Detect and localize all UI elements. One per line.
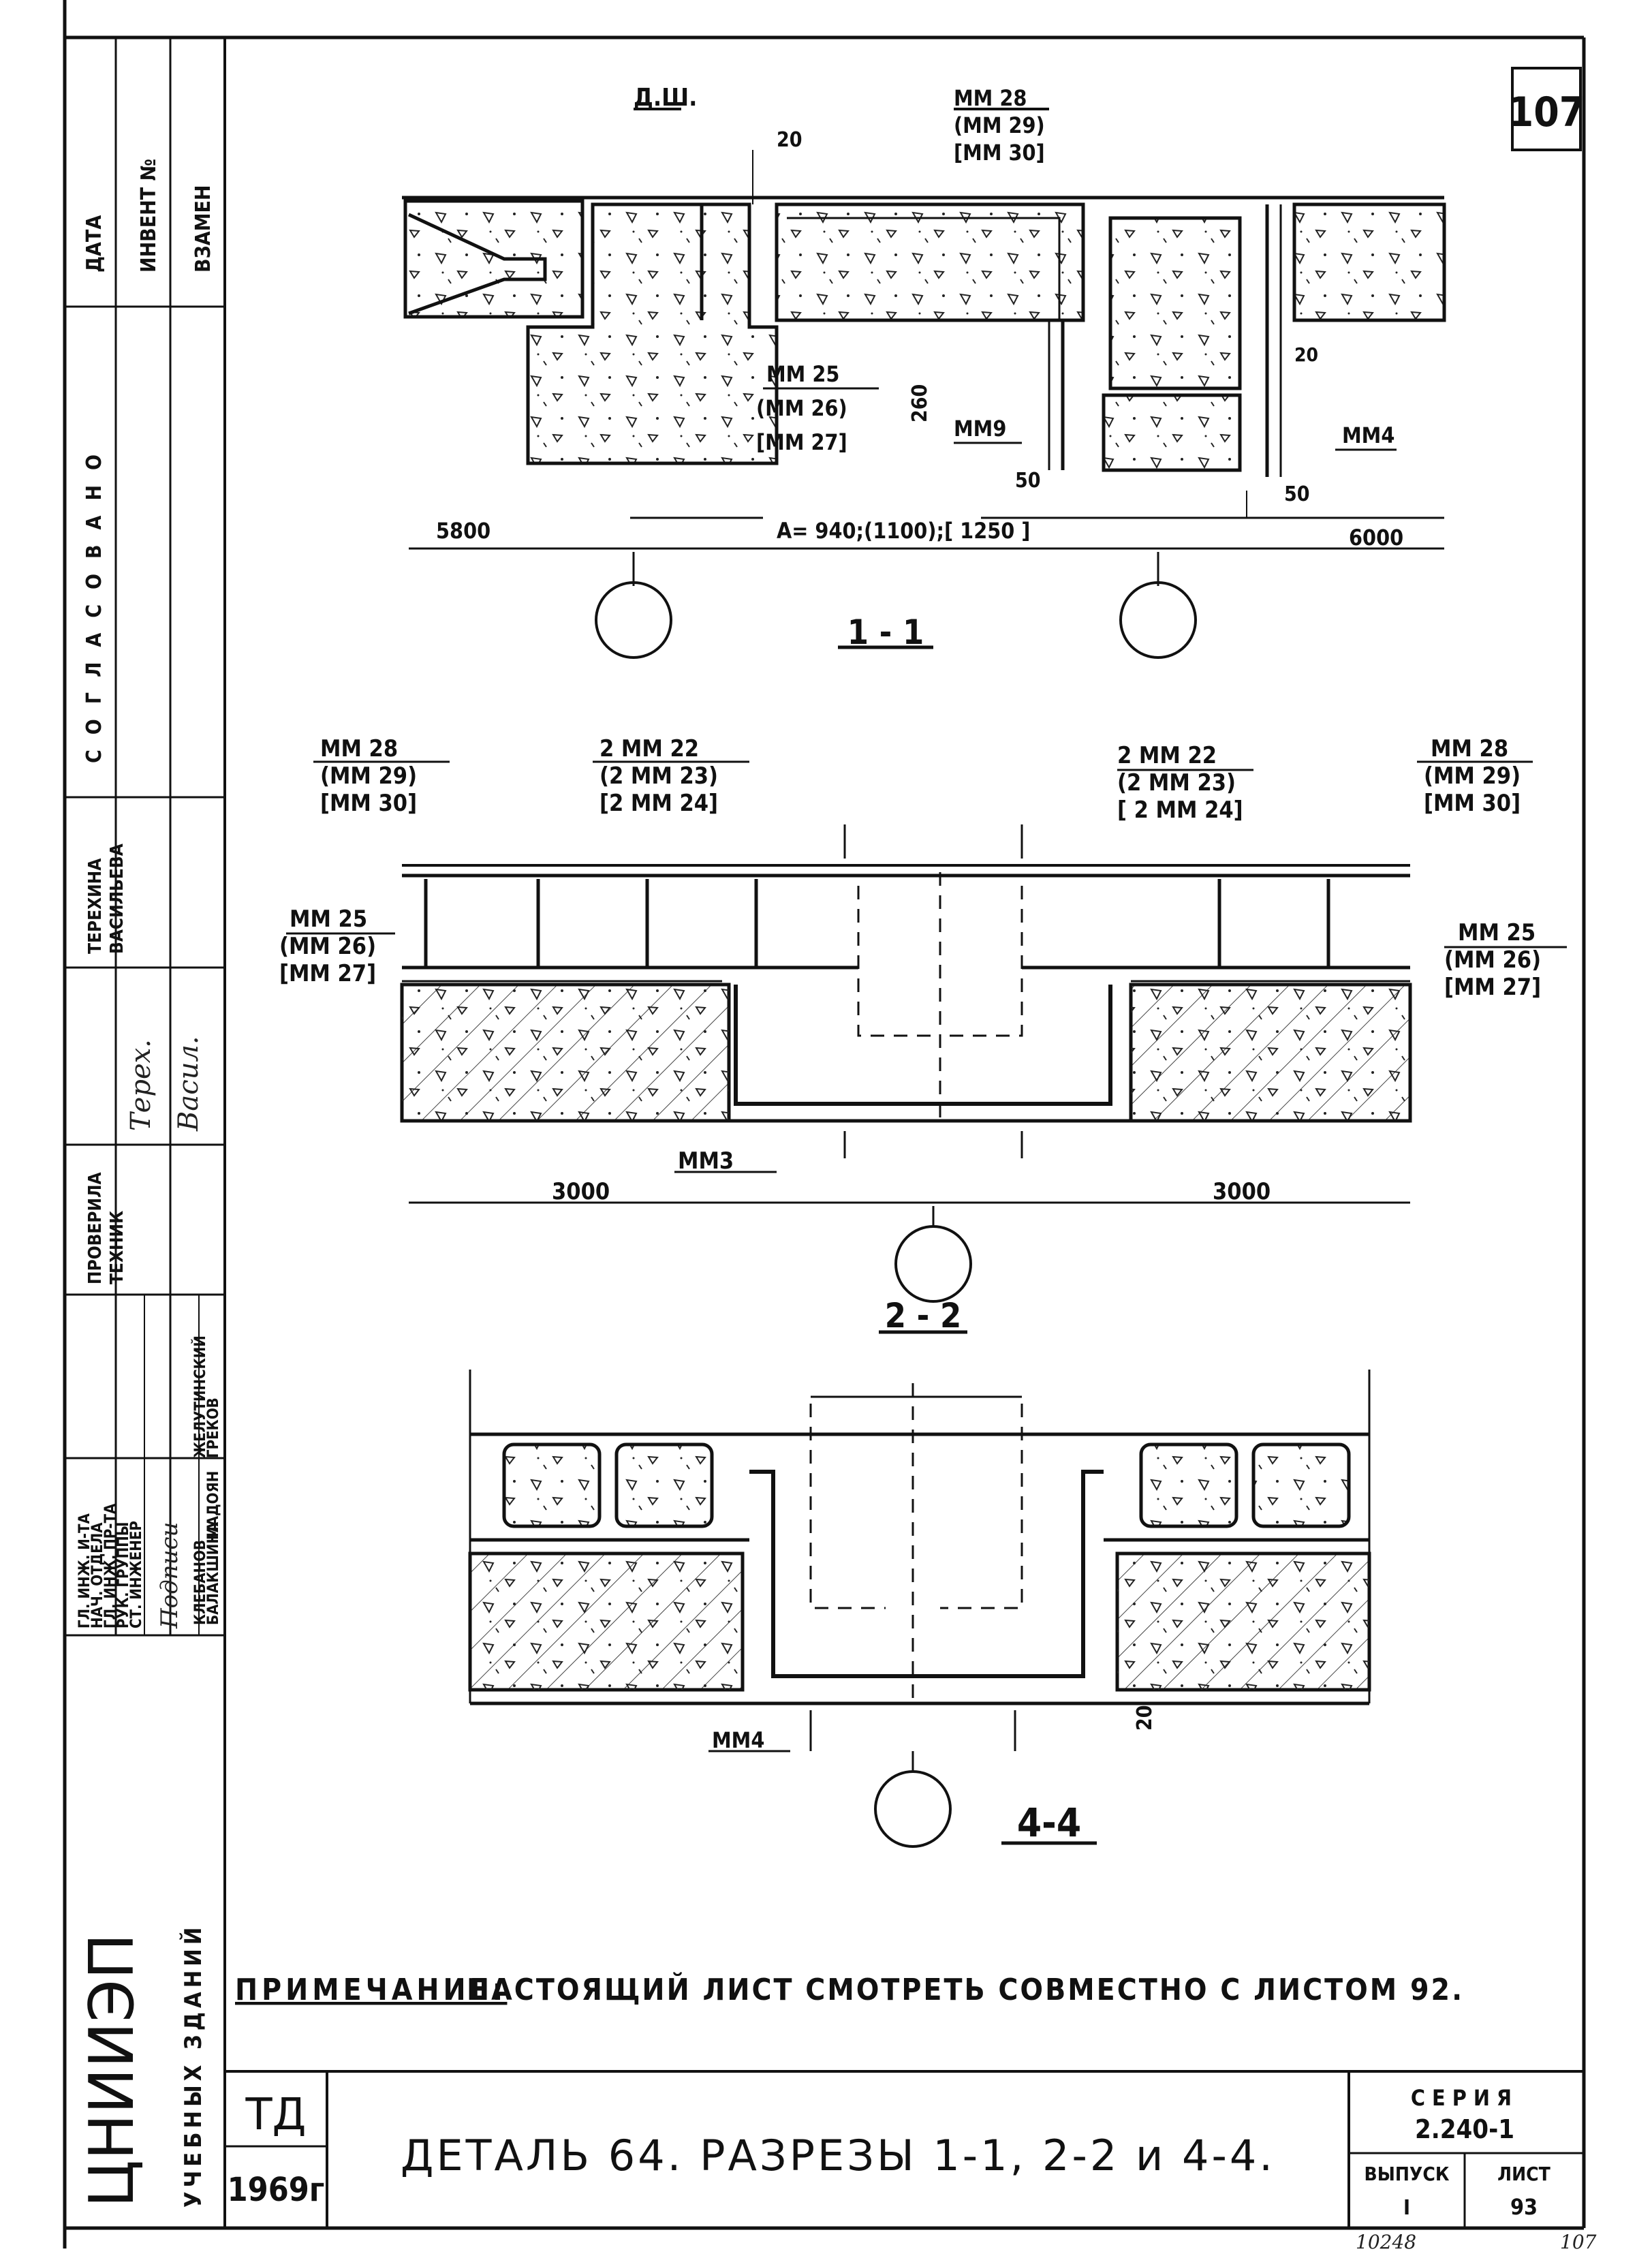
td-label: ТД bbox=[245, 2090, 306, 2140]
series-label: СЕРИЯ bbox=[1411, 2085, 1518, 2111]
mm-2-2-rm-1: 2 ММ 22 bbox=[1117, 742, 1217, 769]
mm-left-top-labels: ММ 28 (ММ 29) [ММ 30] bbox=[320, 735, 417, 817]
footer-archive-number: 10248 bbox=[1356, 2231, 1416, 2253]
mm-top-3: [ММ 30] bbox=[954, 140, 1045, 166]
side-name-vasilieva: ВАСИЛЬЕВА bbox=[107, 844, 127, 954]
mm-2-2-rt-3: [ММ 30] bbox=[1424, 790, 1521, 817]
section-title-2-2: 2 - 2 bbox=[885, 1296, 962, 1335]
name-madoyan: МАДОЯН bbox=[205, 1471, 222, 1540]
note: ПРИМЕЧАНИЕ: НАСТОЯЩИЙ ЛИСТ СМОТРЕТЬ СОВМ… bbox=[235, 1971, 1464, 2007]
dim-20-top: 20 bbox=[777, 128, 802, 152]
section-title-4-4: 4-4 bbox=[1017, 1799, 1081, 1846]
mm-2-2-lt-1: ММ 28 bbox=[320, 735, 398, 762]
signature-vasilieva: Васил. bbox=[173, 1036, 204, 1132]
dim-20-4-4: 20 bbox=[1133, 1705, 1157, 1731]
detail-label: Д.Ш. bbox=[634, 84, 697, 112]
side-agreed: СОГЛАСОВАНО bbox=[82, 439, 106, 763]
name-grekov: ГРЕКОВ bbox=[205, 1397, 222, 1458]
org-name: ЦНИИЭП bbox=[76, 1933, 148, 2208]
mm-2-2-lt-3: [ММ 30] bbox=[320, 790, 417, 817]
mm3-label: ММ3 bbox=[678, 1147, 734, 1175]
mm4-label: ММ4 bbox=[1342, 422, 1394, 448]
mm-left-bot-labels: ММ 25 (ММ 26) [ММ 27] bbox=[279, 906, 376, 987]
side-header-date: ДАТА bbox=[82, 215, 106, 273]
section-title-1-1: 1 - 1 bbox=[847, 613, 924, 652]
mm-2-2-mt-1: 2 ММ 22 bbox=[599, 735, 699, 762]
dim-20b: 20 bbox=[1294, 343, 1318, 366]
org-subtitle: УЧЕБНЫХ ЗДАНИЙ bbox=[179, 1923, 207, 2208]
mm-right-bot-labels: ММ 25 (ММ 26) [ММ 27] bbox=[1444, 919, 1541, 1001]
mm-right-top-labels: ММ 28 (ММ 29) [ММ 30] bbox=[1424, 735, 1521, 817]
note-label: ПРИМЕЧАНИЕ: bbox=[235, 1973, 507, 2007]
side-name-terekhina: ТЕРЕХИНА bbox=[85, 859, 106, 954]
mm-left-1: ММ 25 bbox=[766, 361, 839, 387]
mm-2-2-mt-3: [2 ММ 24] bbox=[599, 790, 718, 817]
signature-terekhina: Терех. bbox=[125, 1039, 157, 1131]
side-role-checked: ПРОВЕРИЛА bbox=[85, 1172, 106, 1284]
signatures-column: Подписи bbox=[156, 1522, 183, 1629]
sheet-number: 107 bbox=[1508, 89, 1585, 136]
mm-mid-top-labels: 2 ММ 22 (2 ММ 23) [2 ММ 24] bbox=[599, 735, 718, 817]
mm-2-2-lt-2: (ММ 29) bbox=[320, 762, 417, 790]
role-senior-engineer: СТ. ИНЖЕНЕР bbox=[128, 1521, 145, 1628]
issue-label: ВЫПУСК bbox=[1365, 2163, 1450, 2185]
mm-2-2-rb-2: (ММ 26) bbox=[1444, 946, 1541, 974]
span-left: 5800 bbox=[436, 518, 490, 544]
issue-value: I bbox=[1403, 2196, 1410, 2220]
dim-50a: 50 bbox=[1015, 469, 1041, 493]
side-table: ДАТА ИНВЕНТ № ВЗАМЕН СОГЛАСОВАНО ТЕРЕХИН… bbox=[76, 159, 222, 2208]
series-value: 2.240-1 bbox=[1415, 2114, 1514, 2144]
role-dept-head: НАЧ. ОТДЕЛА bbox=[89, 1522, 106, 1628]
mm-top-1: ММ 28 bbox=[954, 85, 1027, 111]
title-block: ТД 1969г ДЕТАЛЬ 64. РАЗРЕЗЫ 1-1, 2-2 и 4… bbox=[228, 2085, 1551, 2220]
mm-top-2: (ММ 29) bbox=[954, 112, 1045, 138]
mm-left-2: (ММ 26) bbox=[756, 395, 847, 421]
mm-2-2-lb-1: ММ 25 bbox=[290, 906, 367, 933]
side-header-inventory: ИНВЕНТ № bbox=[137, 159, 161, 273]
span-mid: А= 940;(1100);[ 1250 ] bbox=[777, 518, 1030, 544]
drawing-title: ДЕТАЛЬ 64. РАЗРЕЗЫ 1-1, 2-2 и 4-4. bbox=[401, 2131, 1275, 2180]
mm-2-2-rb-3: [ММ 27] bbox=[1444, 974, 1541, 1001]
mm-2-2-mt-2: (2 ММ 23) bbox=[599, 762, 718, 790]
role-project-engineer: ГЛ. ИНЖ. ПР-ТА bbox=[102, 1503, 119, 1628]
year-label: 1969г bbox=[228, 2171, 325, 2209]
role-chief-engineer: ГЛ. ИНЖ. И-ТА bbox=[76, 1513, 93, 1628]
sheet-frame bbox=[63, 0, 1586, 2249]
mm-2-2-rm-2: (2 ММ 23) bbox=[1117, 769, 1236, 797]
name-balakshina: БАЛАКШИНА bbox=[205, 1521, 222, 1625]
dim-260: 260 bbox=[908, 384, 932, 422]
sheet-label: ЛИСТ bbox=[1497, 2163, 1550, 2185]
name-klebanov: КЛЕБАНОВ bbox=[192, 1540, 209, 1625]
section-4-4: ММ4 20 4-4 bbox=[468, 1370, 1371, 1848]
mm-2-2-lb-3: [ММ 27] bbox=[279, 960, 376, 987]
note-text: НАСТОЯЩИЙ ЛИСТ СМОТРЕТЬ СОВМЕСТНО С ЛИСТ… bbox=[467, 1971, 1464, 2007]
span-right: 6000 bbox=[1349, 525, 1403, 551]
mm-left-3: [ММ 27] bbox=[756, 429, 847, 455]
side-header-replace: ВЗАМЕН bbox=[191, 185, 215, 273]
mm-2-2-rm-3: [ 2 ММ 24] bbox=[1117, 797, 1243, 824]
span-right-2-2: 3000 bbox=[1213, 1178, 1271, 1205]
section-1-1: Д.Ш. ММ 28 (ММ 29) [ММ 30] 20 ММ 25 (ММ … bbox=[402, 84, 1446, 659]
dim-50b: 50 bbox=[1284, 482, 1310, 506]
mm9-label: ММ9 bbox=[954, 416, 1006, 442]
name-zhelutinsky: ЖЕЛУТИНСКИЙ bbox=[191, 1335, 209, 1458]
mm-2-2-rt-2: (ММ 29) bbox=[1424, 762, 1521, 790]
footer-page-number: 107 bbox=[1560, 2231, 1597, 2253]
mm-right-mid-labels: 2 ММ 22 (2 ММ 23) [ 2 ММ 24] bbox=[1117, 742, 1243, 824]
mm-2-2-rt-1: ММ 28 bbox=[1431, 735, 1508, 762]
role-group-lead: РУК. ГРУППЫ bbox=[115, 1522, 132, 1628]
side-role-technician: ТЕХНИК bbox=[107, 1211, 127, 1284]
span-left-2-2: 3000 bbox=[552, 1178, 610, 1205]
mm-2-2-lb-2: (ММ 26) bbox=[279, 933, 376, 960]
sheet-value: 93 bbox=[1510, 2194, 1538, 2220]
section-2-2: ММ 28 (ММ 29) [ММ 30] 2 ММ 22 (2 ММ 23) … bbox=[279, 735, 1567, 1335]
mm4-label-4-4: ММ4 bbox=[712, 1727, 764, 1753]
mm-2-2-rb-1: ММ 25 bbox=[1458, 919, 1536, 946]
